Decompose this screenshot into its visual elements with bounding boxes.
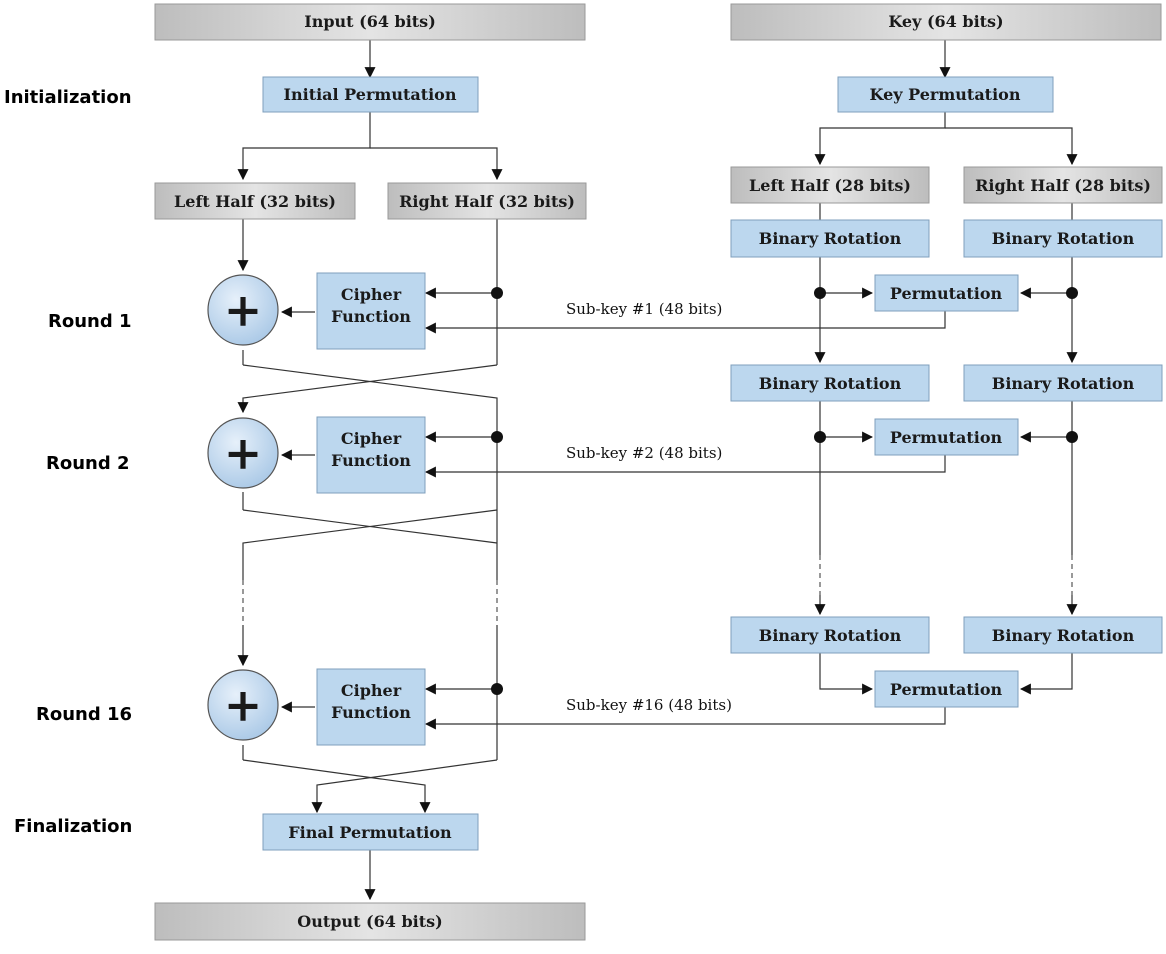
junction-dot bbox=[814, 431, 826, 443]
xor-plus-icon: + bbox=[224, 678, 263, 732]
cipher-label: Cipher bbox=[341, 429, 402, 448]
key-box: Key (64 bits) bbox=[730, 3, 1162, 41]
final-permutation-box: Final Permutation bbox=[262, 813, 479, 851]
binary-rotation-right-round-2: Binary Rotation bbox=[963, 364, 1163, 402]
binary-rotation-label: Binary Rotation bbox=[759, 229, 902, 248]
junction-dot bbox=[491, 683, 503, 695]
left-half-32-box: Left Half (32 bits) bbox=[154, 182, 356, 220]
stage-label-round-2: Round 2 bbox=[46, 453, 130, 474]
xor-plus-icon: + bbox=[224, 426, 263, 480]
cipher-label: Cipher bbox=[341, 285, 402, 304]
junction-dot bbox=[1066, 431, 1078, 443]
permutation-box-round-16: Permutation bbox=[874, 670, 1019, 708]
function-label: Function bbox=[331, 703, 411, 722]
binary-rotation-label: Binary Rotation bbox=[759, 626, 902, 645]
stage-label-finalization: Finalization bbox=[14, 816, 132, 837]
permutation-label: Permutation bbox=[890, 428, 1003, 447]
function-label: Function bbox=[331, 307, 411, 326]
left-half-28-label: Left Half (28 bits) bbox=[749, 176, 911, 195]
cipher-function-box-round-16: Cipher Function bbox=[316, 668, 426, 746]
key-permutation-label: Key Permutation bbox=[870, 85, 1021, 104]
subkey-1-label: Sub-key #1 (48 bits) bbox=[566, 300, 722, 318]
junction-dots bbox=[491, 287, 1078, 695]
cipher-function-box-round-2: Cipher Function bbox=[316, 416, 426, 494]
right-half-32-box: Right Half (32 bits) bbox=[387, 182, 587, 220]
binary-rotation-left-round-16: Binary Rotation bbox=[730, 616, 930, 654]
permutation-label: Permutation bbox=[890, 284, 1003, 303]
key-path-connectors bbox=[424, 40, 1078, 730]
cipher-label: Cipher bbox=[341, 681, 402, 700]
permutation-label: Permutation bbox=[890, 680, 1003, 699]
left-half-28-box: Left Half (28 bits) bbox=[730, 166, 930, 204]
input-box: Input (64 bits) bbox=[154, 3, 586, 41]
initial-permutation-box: Initial Permutation bbox=[262, 76, 479, 113]
final-permutation-label: Final Permutation bbox=[288, 823, 452, 842]
data-path-connectors bbox=[237, 40, 503, 901]
cipher-function-box-round-1: Cipher Function bbox=[316, 272, 426, 350]
binary-rotation-label: Binary Rotation bbox=[992, 374, 1135, 393]
binary-rotation-right-round-16: Binary Rotation bbox=[963, 616, 1163, 654]
xor-circle-round-2: + bbox=[207, 417, 279, 489]
binary-rotation-left-round-1: Binary Rotation bbox=[730, 219, 930, 258]
subkey-16-label: Sub-key #16 (48 bits) bbox=[566, 696, 732, 714]
right-half-28-box: Right Half (28 bits) bbox=[963, 166, 1163, 204]
input-label: Input (64 bits) bbox=[304, 12, 436, 31]
permutation-box-round-2: Permutation bbox=[874, 418, 1019, 456]
junction-dot bbox=[491, 287, 503, 299]
binary-rotation-label: Binary Rotation bbox=[992, 626, 1135, 645]
output-box: Output (64 bits) bbox=[154, 902, 586, 941]
output-label: Output (64 bits) bbox=[297, 912, 442, 931]
binary-rotation-label: Binary Rotation bbox=[759, 374, 902, 393]
xor-circle-round-1: + bbox=[207, 274, 279, 346]
left-half-32-label: Left Half (32 bits) bbox=[174, 192, 336, 211]
binary-rotation-right-round-1: Binary Rotation bbox=[963, 219, 1163, 258]
xor-circle-round-16: + bbox=[207, 669, 279, 741]
junction-dot bbox=[491, 431, 503, 443]
right-half-28-label: Right Half (28 bits) bbox=[975, 176, 1151, 195]
right-half-32-label: Right Half (32 bits) bbox=[399, 192, 575, 211]
stage-label-round-1: Round 1 bbox=[48, 311, 132, 332]
xor-plus-icon: + bbox=[224, 283, 263, 337]
initial-permutation-label: Initial Permutation bbox=[284, 85, 457, 104]
permutation-box-round-1: Permutation bbox=[874, 274, 1019, 312]
junction-dot bbox=[1066, 287, 1078, 299]
function-label: Function bbox=[331, 451, 411, 470]
stage-label-initialization: Initialization bbox=[4, 87, 132, 108]
key-label: Key (64 bits) bbox=[888, 12, 1003, 31]
key-permutation-box: Key Permutation bbox=[837, 76, 1054, 113]
subkey-2-label: Sub-key #2 (48 bits) bbox=[566, 444, 722, 462]
stage-label-round-16: Round 16 bbox=[36, 704, 132, 725]
junction-dot bbox=[814, 287, 826, 299]
binary-rotation-left-round-2: Binary Rotation bbox=[730, 364, 930, 402]
binary-rotation-label: Binary Rotation bbox=[992, 229, 1135, 248]
